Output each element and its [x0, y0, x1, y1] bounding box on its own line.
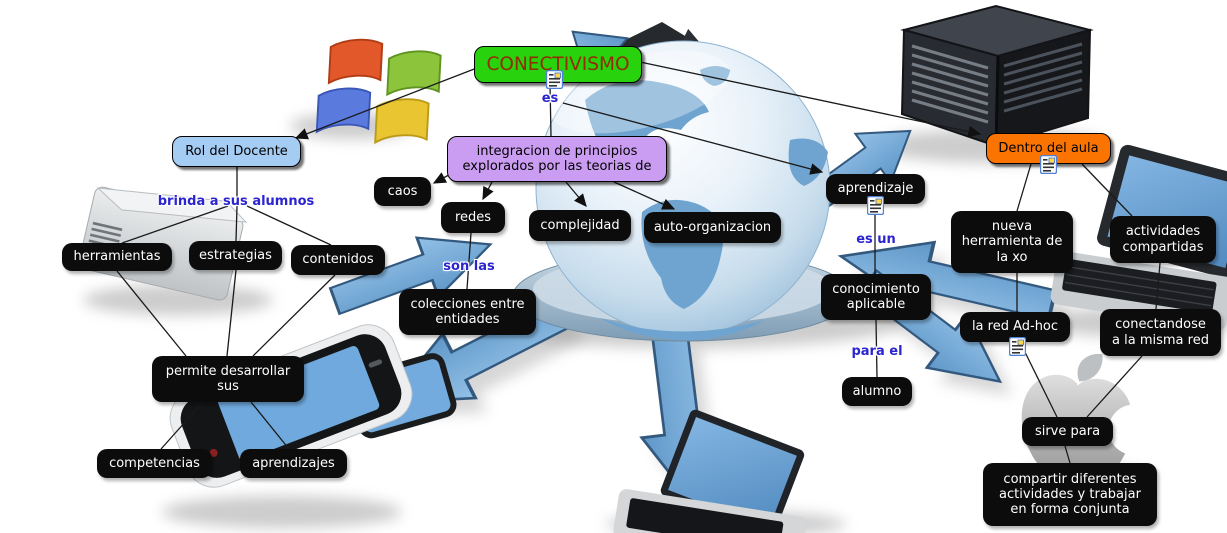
node-actividades[interactable]: actividades compartidas [1110, 216, 1216, 263]
node-alumno[interactable]: alumno [842, 377, 912, 406]
node-conectandose[interactable]: conectandose a la misma red [1100, 309, 1221, 356]
annotation-icon[interactable] [867, 196, 884, 215]
node-estrategias[interactable]: estrategias [189, 241, 282, 270]
node-integracion[interactable]: integracion de principios explorados por… [447, 136, 667, 182]
annotation-icon[interactable] [546, 70, 563, 89]
node-nueva-herramienta[interactable]: nueva herramienta de la xo [951, 211, 1073, 273]
link-label-brinda[interactable]: brinda a sus alumnos [157, 194, 315, 209]
node-competencias[interactable]: competencias [97, 449, 212, 478]
node-compartir[interactable]: compartir diferentes actividades y traba… [983, 463, 1157, 526]
link-label-es-un[interactable]: es un [856, 232, 896, 247]
node-contenidos[interactable]: contenidos [291, 245, 385, 275]
annotation-icon[interactable] [1040, 155, 1057, 174]
node-caos[interactable]: caos [374, 177, 431, 206]
node-colecciones[interactable]: colecciones entre entidades [399, 289, 536, 335]
link-label-es[interactable]: es [541, 91, 559, 106]
annotation-icon[interactable] [1009, 337, 1026, 356]
node-aprendizajes[interactable]: aprendizajes [240, 449, 347, 478]
smartphone-image [169, 324, 457, 488]
server-racks-image [900, 4, 1094, 148]
node-auto-organizacion[interactable]: auto-organizacion [644, 212, 781, 243]
link-label-para-el[interactable]: para el [851, 344, 903, 359]
windows-logo [315, 38, 442, 145]
node-conocimiento[interactable]: conocimiento aplicable [821, 274, 931, 320]
node-rol-del-docente[interactable]: Rol del Docente [172, 136, 301, 167]
node-la-red-adhoc[interactable]: la red Ad-hoc [960, 312, 1070, 342]
node-permite[interactable]: permite desarrollar sus [152, 356, 304, 402]
link-label-son-las[interactable]: son las [443, 259, 495, 274]
node-sirve-para[interactable]: sirve para [1022, 417, 1113, 446]
node-herramientas[interactable]: herramientas [62, 243, 172, 271]
laptop-bottom-image [613, 409, 807, 533]
node-redes[interactable]: redes [441, 202, 505, 233]
node-complejidad[interactable]: complejidad [529, 210, 631, 241]
